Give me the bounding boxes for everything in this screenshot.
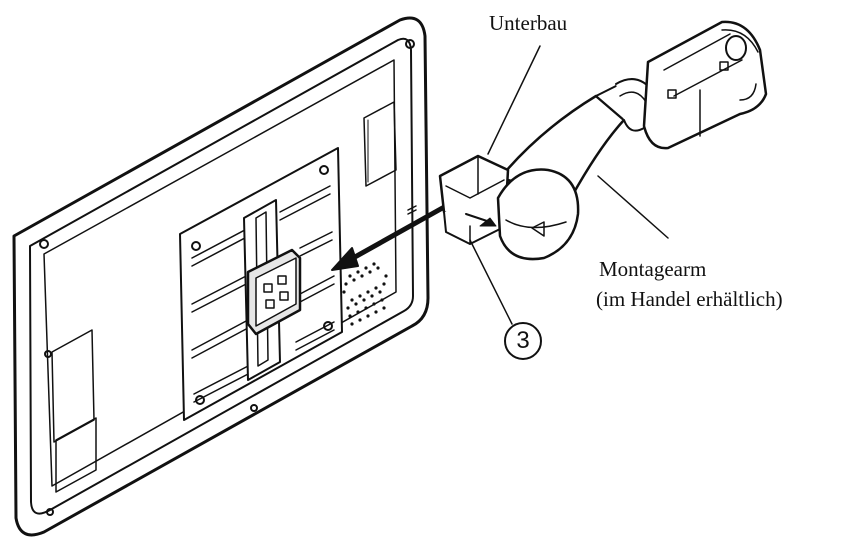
label-mounting-arm-note: (im Handel erhältlich) <box>596 287 783 311</box>
label-base: Unterbau <box>489 11 568 35</box>
leader-lines <box>469 45 669 325</box>
insert-arrow <box>331 203 449 271</box>
wall-bracket <box>243 199 302 381</box>
label-mounting-arm: Montagearm <box>599 257 707 281</box>
base-adapter <box>438 154 580 261</box>
step-circle <box>504 322 542 360</box>
step-number: 3 <box>516 327 530 354</box>
speaker-grille <box>342 262 388 326</box>
